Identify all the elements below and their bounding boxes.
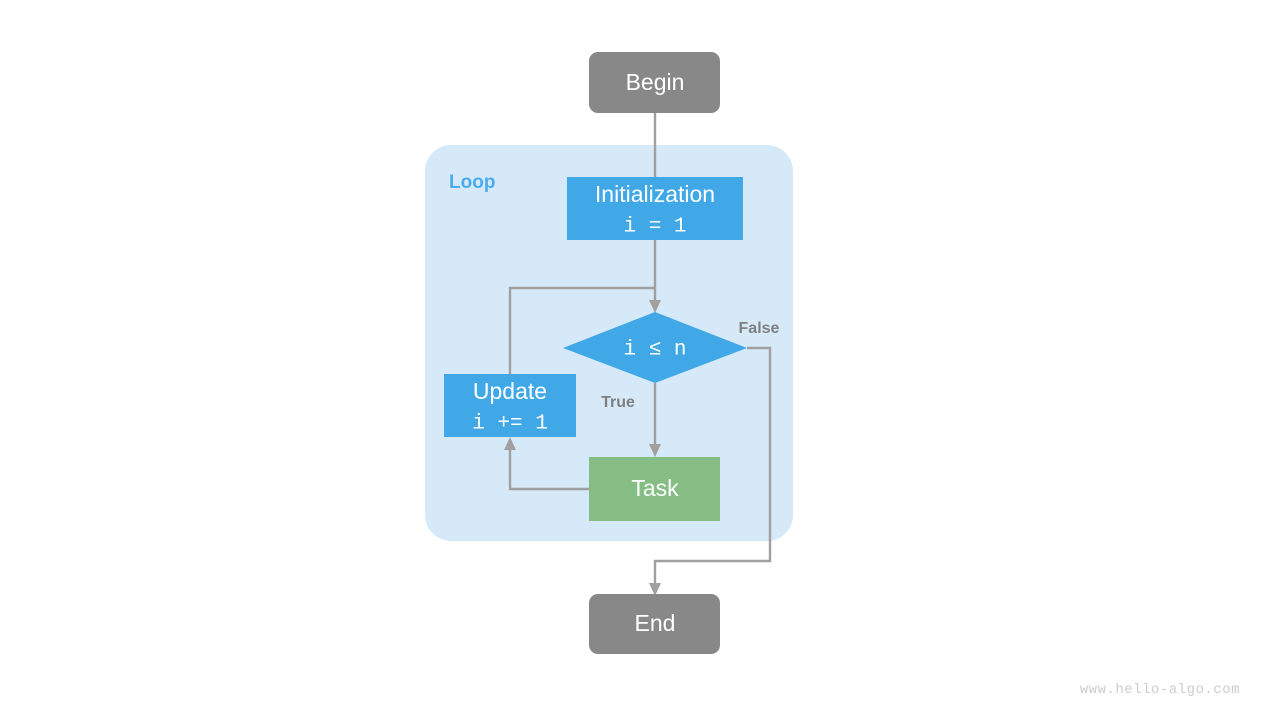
loop-group-label: Loop <box>449 172 495 193</box>
node-condition[interactable]: i ≤ n <box>563 312 747 383</box>
node-condition-label: i ≤ n <box>623 339 686 362</box>
node-update[interactable]: Update i += 1 <box>444 374 576 437</box>
edge-label-true: True <box>601 394 635 411</box>
edge-condition-to-end: False <box>649 320 780 596</box>
node-task-label: Task <box>631 475 679 501</box>
node-begin-shape <box>589 52 720 113</box>
watermark-text: www.hello-algo.com <box>1079 682 1240 698</box>
node-initialization[interactable]: Initialization i = 1 <box>567 177 743 240</box>
node-end[interactable]: End <box>589 594 720 654</box>
node-end-shape <box>589 594 720 654</box>
edge-label-false: False <box>739 320 780 337</box>
node-condition-shape <box>563 312 747 383</box>
node-initialization-sublabel: i = 1 <box>623 216 686 239</box>
node-update-label: Update <box>473 378 547 404</box>
edge-condition-to-task: True <box>601 383 661 457</box>
edge-update-to-condition <box>508 286 655 374</box>
node-initialization-label: Initialization <box>595 181 715 207</box>
node-begin-label: Begin <box>626 69 685 95</box>
edge-initialization-to-condition <box>649 240 661 313</box>
node-end-label: End <box>635 610 676 636</box>
edge-task-to-update <box>504 437 589 491</box>
node-task-shape <box>589 457 720 521</box>
node-task[interactable]: Task <box>589 457 720 521</box>
node-update-sublabel: i += 1 <box>472 413 548 436</box>
node-begin[interactable]: Begin <box>589 52 720 113</box>
node-initialization-shape <box>567 177 743 240</box>
node-update-shape <box>444 374 576 437</box>
